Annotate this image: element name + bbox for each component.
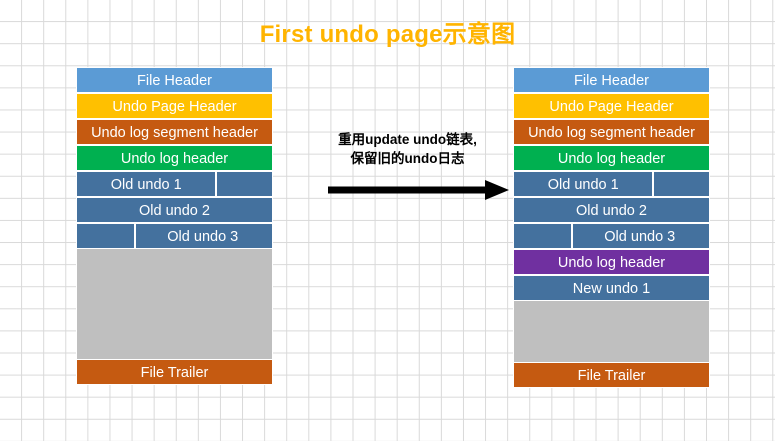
row-divider xyxy=(133,224,136,248)
page-row-after-3: Undo log header xyxy=(513,145,710,171)
page-row-label: Undo log segment header xyxy=(528,125,695,141)
page-row-after-5: Old undo 2 xyxy=(513,197,710,223)
file-trailer-after: File Trailer xyxy=(513,362,710,388)
page-row-label: Old undo 2 xyxy=(139,203,210,219)
page-row-after-7: Undo log header xyxy=(513,249,710,275)
page-row-label: Undo log header xyxy=(557,255,666,271)
row-divider xyxy=(652,172,655,196)
page-row-before-4: Old undo 1 xyxy=(76,171,273,197)
page-row-label: New undo 1 xyxy=(572,281,651,297)
page-title: First undo page示意图 xyxy=(259,21,516,48)
page-row-after-1: Undo Page Header xyxy=(513,93,710,119)
page-row-label: Undo log header xyxy=(557,151,666,167)
page-row-before-1: Undo Page Header xyxy=(76,93,273,119)
transition-note-line1: 重用update undo链表, xyxy=(338,132,477,147)
transition-note: 重用update undo链表, 保留旧的undo日志 xyxy=(300,130,515,168)
page-row-before-3: Undo log header xyxy=(76,145,273,171)
page-row-label: Old undo 3 xyxy=(604,229,676,245)
page-row-before-0: File Header xyxy=(76,67,273,93)
page-row-label: Undo Page Header xyxy=(112,99,237,115)
page-row-label: Old undo 1 xyxy=(110,177,182,193)
page-row-label: Undo log segment header xyxy=(91,125,258,141)
page-row-before-2: Undo log segment header xyxy=(76,119,273,145)
free-space-after xyxy=(513,301,710,362)
page-row-label: Old undo 1 xyxy=(547,177,619,193)
page-row-after-0: File Header xyxy=(513,67,710,93)
page-row-label: Old undo 2 xyxy=(576,203,647,219)
row-divider xyxy=(570,224,573,248)
page-row-label: Undo log header xyxy=(120,151,229,167)
row-divider xyxy=(215,172,218,196)
page-row-label: Undo Page Header xyxy=(549,99,674,115)
page-row-label: File Header xyxy=(137,73,212,89)
file-trailer-before: File Trailer xyxy=(76,359,273,385)
page-row-label: File Header xyxy=(574,73,649,89)
page-row-after-8: New undo 1 xyxy=(513,275,710,301)
page-row-after-6: Old undo 3 xyxy=(513,223,710,249)
arrow-right-icon xyxy=(328,180,509,200)
page-row-label: Old undo 3 xyxy=(167,229,239,245)
page-row-before-6: Old undo 3 xyxy=(76,223,273,249)
transition-note-line2: 保留旧的undo日志 xyxy=(350,151,465,166)
page-row-after-4: Old undo 1 xyxy=(513,171,710,197)
free-space-before xyxy=(76,249,273,359)
page-row-before-5: Old undo 2 xyxy=(76,197,273,223)
page-row-after-2: Undo log segment header xyxy=(513,119,710,145)
